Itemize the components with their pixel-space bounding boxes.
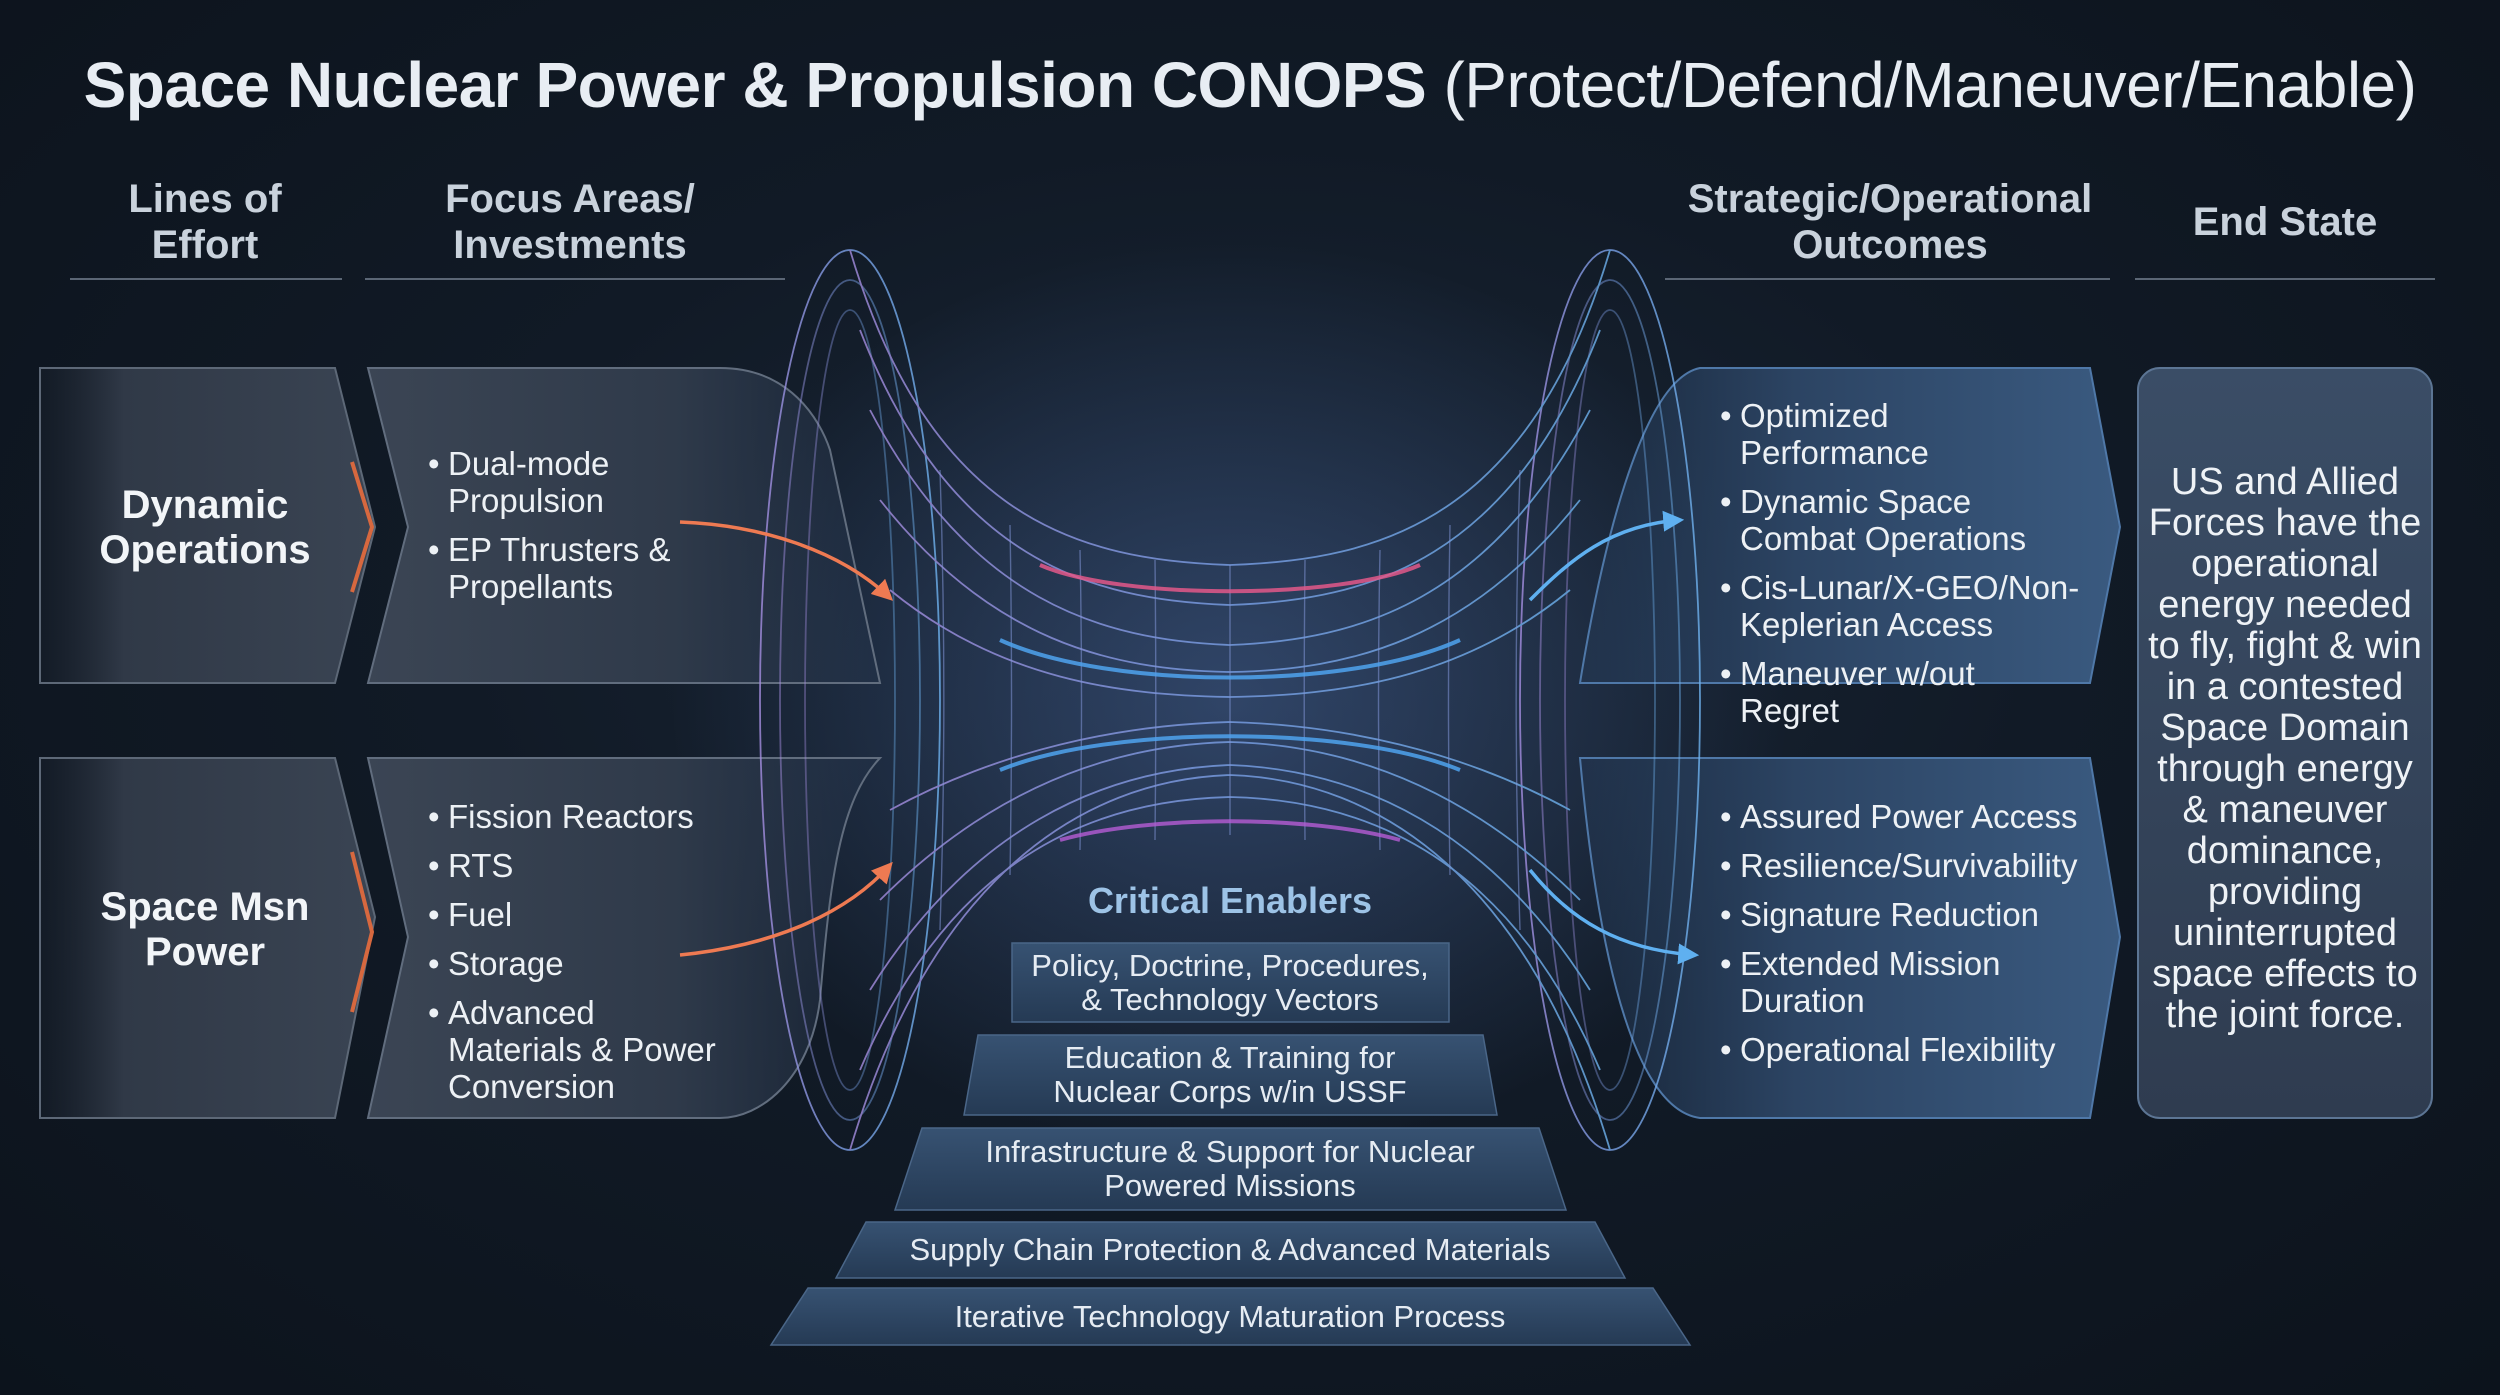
- header-outcomes: Strategic/Operational Outcomes: [1680, 172, 2100, 272]
- header-outcomes-text: Strategic/Operational Outcomes: [1687, 177, 2093, 267]
- line-of-effort-dynamic-operations: Dynamic Operations: [90, 468, 320, 588]
- line-of-effort-label: Dynamic Operations: [99, 483, 311, 572]
- critical-enablers-title: Critical Enablers: [1087, 880, 1373, 921]
- outcome-item: Maneuver w/out Regret: [1720, 655, 2080, 729]
- focus-item: RTS: [428, 847, 728, 884]
- line-of-effort-label: Space Msn Power: [100, 885, 310, 974]
- outcome-item: Dynamic Space Combat Operations: [1720, 483, 2080, 557]
- enabler-tier-5: Iterative Technology Maturation Process: [954, 1298, 1506, 1334]
- enabler-tier-4: Supply Chain Protection & Advanced Mater…: [909, 1232, 1551, 1267]
- header-focus-areas: Focus Areas/ Investments: [420, 172, 720, 272]
- focus-item: Advanced Materials & Power Conversion: [428, 994, 728, 1105]
- header-lines-of-effort: Lines of Effort: [95, 172, 315, 272]
- enabler-tier-1: Policy, Doctrine, Procedures, & Technolo…: [1031, 948, 1429, 1017]
- focus-item: Fission Reactors: [428, 798, 728, 835]
- focus-item: Dual-mode Propulsion: [428, 445, 688, 519]
- enabler-tier-2: Education & Training for Nuclear Corps w…: [1053, 1040, 1407, 1109]
- focus-list-dynamic-operations: Dual-mode Propulsion EP Thrusters & Prop…: [428, 445, 688, 617]
- outcome-item: Signature Reduction: [1720, 896, 2080, 933]
- outcome-list-space-msn-power: Assured Power Access Resilience/Survivab…: [1720, 798, 2080, 1080]
- outcome-item: Cis-Lunar/X-GEO/Non-Keplerian Access: [1720, 569, 2080, 643]
- focus-item: Fuel: [428, 896, 728, 933]
- outcome-item: Extended Mission Duration: [1720, 945, 2080, 1019]
- enabler-tier-3: Infrastructure & Support for Nuclear Pow…: [985, 1134, 1475, 1203]
- line-of-effort-space-msn-power: Space Msn Power: [90, 870, 320, 990]
- title-bold: Space Nuclear Power & Propulsion CONOPS: [83, 49, 1427, 121]
- outcome-list-dynamic-operations: Optimized Performance Dynamic Space Comb…: [1720, 397, 2080, 741]
- header-end-state-text: End State: [2192, 200, 2378, 244]
- header-lines-of-effort-text: Lines of Effort: [128, 177, 282, 267]
- focus-item: EP Thrusters & Propellants: [428, 531, 688, 605]
- outcome-item: Operational Flexibility: [1720, 1031, 2080, 1068]
- outcome-item: Optimized Performance: [1720, 397, 2080, 471]
- focus-item: Storage: [428, 945, 728, 982]
- header-end-state: End State: [2140, 172, 2430, 272]
- page-title: Space Nuclear Power & Propulsion CONOPS …: [0, 48, 2500, 122]
- title-subtitle: (Protect/Defend/Maneuver/Enable): [1443, 49, 2417, 121]
- focus-list-space-msn-power: Fission Reactors RTS Fuel Storage Advanc…: [428, 798, 728, 1117]
- end-state-text: US and Allied Forces have the operationa…: [2148, 461, 2422, 1036]
- outcome-item: Assured Power Access: [1720, 798, 2080, 835]
- header-focus-areas-text: Focus Areas/ Investments: [445, 177, 695, 267]
- outcome-item: Resilience/Survivability: [1720, 847, 2080, 884]
